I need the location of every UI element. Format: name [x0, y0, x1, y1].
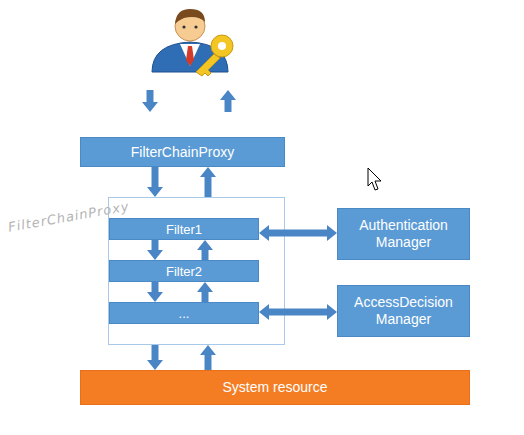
flow-arrow — [202, 292, 209, 302]
flow-arrow — [152, 167, 159, 187]
flow-arrow — [152, 345, 159, 360]
manager-box: Authentication Manager — [337, 208, 470, 260]
flow-arrow — [269, 230, 327, 237]
key-icon — [196, 35, 233, 76]
request-arrow — [147, 90, 154, 102]
node-label: Filter1 — [166, 221, 202, 238]
proxy-box: FilterChainProxy — [80, 137, 285, 167]
flow-arrow — [152, 282, 159, 292]
node-label: Filter2 — [166, 263, 202, 280]
flow-arrow — [152, 240, 159, 250]
node-label: Authentication Manager — [344, 217, 463, 251]
filter-box: Filter1 — [109, 218, 259, 240]
resource-band: System resource — [80, 370, 470, 405]
manager-box: AccessDecision Manager — [337, 285, 470, 337]
node-label: FilterChainProxy — [131, 144, 234, 161]
response-arrow — [225, 100, 232, 112]
node-label: ... — [179, 305, 190, 322]
flow-arrow — [202, 250, 209, 260]
flow-arrow — [205, 355, 212, 370]
filter-box: Filter2 — [109, 260, 259, 282]
filter-box: ... — [109, 302, 259, 324]
node-label: System resource — [222, 379, 327, 396]
flow-arrow — [269, 309, 327, 316]
node-label: AccessDecision Manager — [344, 294, 463, 328]
mouse-cursor — [368, 168, 381, 190]
filter-chain-frame: FilterChainProxyFilter1Filter2... — [108, 197, 285, 345]
flow-arrow — [205, 177, 212, 197]
user-icon — [152, 9, 233, 76]
